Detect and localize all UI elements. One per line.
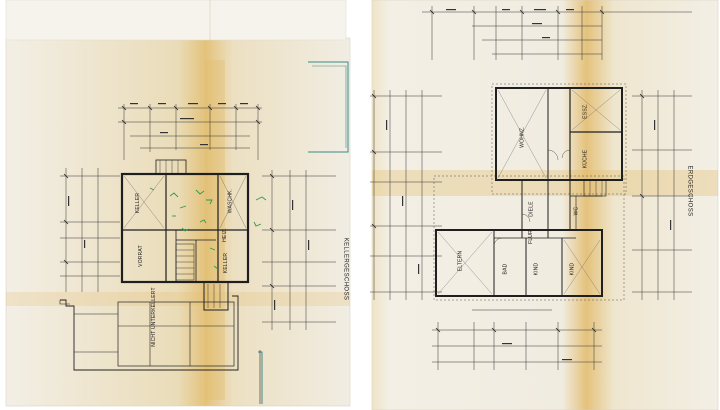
basement-plan-drawing	[5, 0, 351, 407]
ground-floor-plan-drawing	[362, 0, 720, 410]
green-annotation-marks	[149, 187, 267, 270]
sheet-erdgeschoss: WOHNZ. ESSZ. KÜCHE DIELE FLUR ELTERN BAD…	[362, 0, 720, 410]
room-label-kueche: KÜCHE	[582, 149, 589, 169]
room-label-flur: FLUR	[527, 230, 534, 244]
sheet-kellergeschoss: KELLER WASCHK. VORRAT HEIZ. KELLER NICHT…	[5, 0, 351, 407]
room-label-esszimmer: ESSZ.	[582, 103, 589, 119]
room-label-keller-2: KELLER	[223, 252, 230, 274]
room-label-nicht-unterkellert: NICHT UNTERKELLERT	[150, 287, 157, 347]
room-label-waschkueche: WASCHK.	[227, 188, 234, 214]
room-label-vorrat: VORRAT	[137, 245, 144, 267]
room-label-wc: WC	[573, 206, 580, 216]
room-label-eltern: ELTERN	[457, 250, 464, 272]
room-label-bad: BAD	[502, 263, 509, 275]
room-label-heizung: HEIZ.	[221, 228, 228, 242]
sheet-title-kellergeschoss: KELLERGESCHOSS	[342, 237, 349, 301]
sheet-title-erdgeschoss: ERDGESCHOSS	[686, 165, 693, 217]
room-label-wohnzimmer: WOHNZ.	[519, 126, 526, 148]
room-label-diele: DIELE	[528, 201, 535, 217]
room-label-keller-1: KELLER	[135, 192, 142, 214]
room-label-kind-2: KIND	[569, 262, 576, 276]
room-label-kind-1: KIND	[533, 262, 540, 276]
